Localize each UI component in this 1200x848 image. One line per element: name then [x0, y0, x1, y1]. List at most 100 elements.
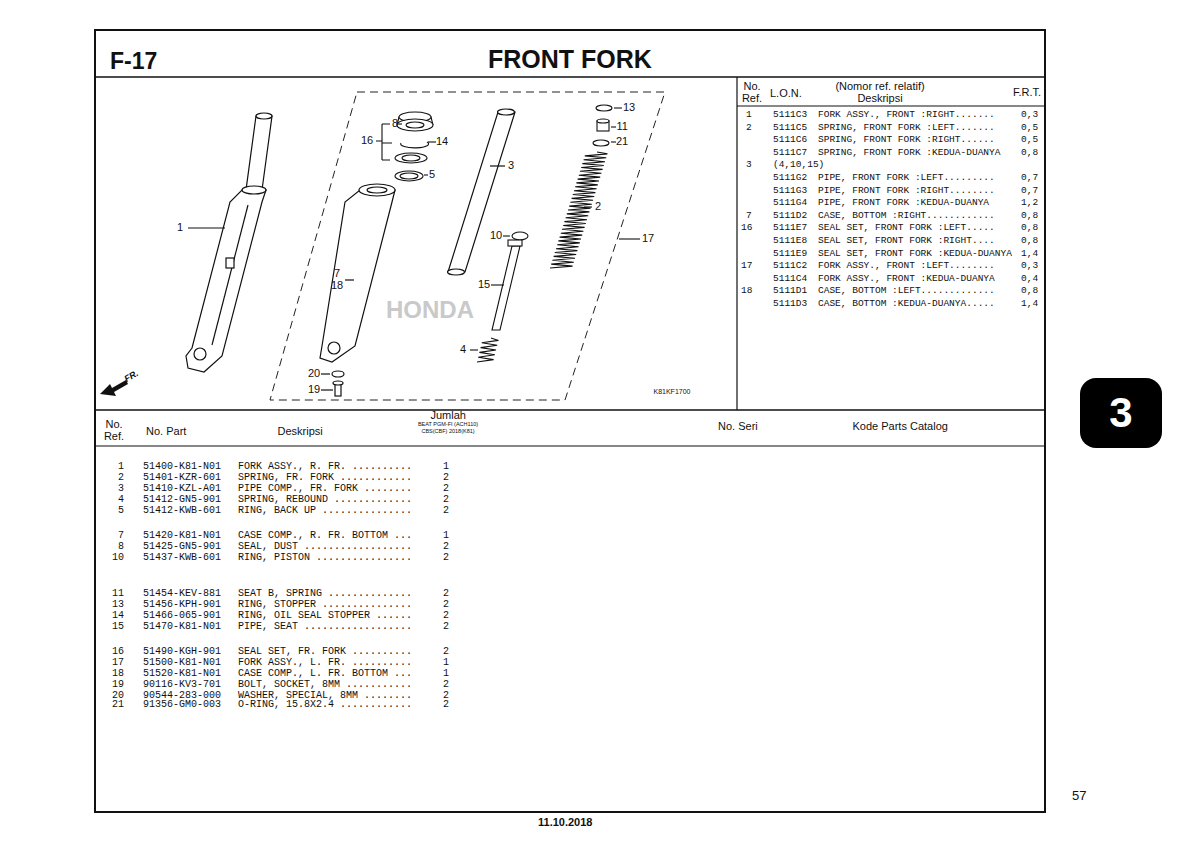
lon-code: 5111D3 [773, 298, 807, 309]
drawing-stroke [406, 122, 424, 128]
drawing-stroke [428, 141, 436, 142]
ref-number: 18 [741, 285, 752, 296]
drawing-stroke [270, 92, 665, 400]
drawing-stroke [226, 258, 234, 268]
quantity: 2 [443, 505, 449, 516]
ref-number: 20 [112, 690, 124, 701]
part-description: FORK ASSY., R. FR. .......... [238, 461, 412, 472]
quantity: 2 [443, 541, 449, 552]
frt-value: 0,7 [1021, 185, 1038, 196]
lon-code: 5111G3 [773, 185, 807, 196]
part-number: 51437-KWB-601 [143, 552, 221, 563]
table-header: Deskripsi [278, 425, 323, 437]
ref-number: 3 [118, 483, 124, 494]
drawing-stroke [256, 113, 272, 119]
callout-number: 8 [392, 117, 398, 129]
part-number: 51490-KGH-901 [143, 646, 221, 657]
part-description: SPRING, FRONT FORK :KEDUA-DUANYA [818, 147, 1000, 158]
drawing-stroke [402, 155, 420, 161]
drawing-stroke [584, 206, 592, 207]
callout-number: 1 [177, 221, 183, 233]
part-description: CASE, BOTTOM :RIGHT............ [818, 210, 995, 221]
frt-value: 0,4 [1021, 273, 1038, 284]
drawing-stroke [492, 246, 520, 330]
drawing-stroke [470, 349, 478, 350]
drawing-stroke [614, 107, 622, 108]
frt-value: 0,7 [1021, 172, 1038, 183]
part-description: PIPE, FRONT FORK :RIGHT........ [818, 185, 995, 196]
lon-code: 5111G4 [773, 197, 807, 208]
quantity: 2 [443, 621, 449, 632]
part-number: 51425-GN5-901 [143, 541, 221, 552]
table-header: (Nomor ref. relatif) Deskripsi [815, 80, 945, 104]
drawing-stroke [550, 152, 607, 268]
part-description: O-RING, 15.8X2.4 ............ [238, 699, 412, 710]
ref-number: 18 [112, 668, 124, 679]
drawing-stroke [320, 190, 395, 362]
part-description: RING, PISTON ................ [238, 552, 412, 563]
drawing-stroke [397, 119, 433, 131]
ref-number: 1 [118, 461, 124, 472]
frt-value: 0,5 [1021, 122, 1038, 133]
ref-number: 5 [118, 505, 124, 516]
seal-parts [376, 112, 436, 181]
drawing-stroke [321, 373, 330, 374]
drawing-stroke [332, 371, 344, 377]
frt-value: 0,8 [1021, 285, 1038, 296]
ref-number: 8 [118, 541, 124, 552]
frt-value: 1,4 [1021, 298, 1038, 309]
part-number: 51410-KZL-A01 [143, 483, 221, 494]
ref-number: 17 [112, 657, 124, 668]
frt-value: 1,4 [1021, 248, 1038, 259]
callout-number: 15 [478, 278, 490, 290]
quantity: 2 [443, 679, 449, 690]
frt-value: 0,8 [1021, 222, 1038, 233]
drawing-stroke [100, 380, 128, 396]
drawing-stroke [367, 187, 387, 193]
callout-number: 18 [331, 279, 343, 291]
figure-code: K81KF1700 [654, 388, 691, 395]
quantity: 2 [443, 472, 449, 483]
drawing-stroke [398, 123, 402, 124]
drawing-stroke [512, 232, 528, 240]
drawing-stroke [593, 140, 609, 146]
callout-number: 10 [490, 229, 502, 241]
frt-value: 0,5 [1021, 134, 1038, 145]
table-header: No. Seri [718, 420, 758, 432]
part-description: SEAL SET, FRONT FORK :KEDUA-DUANYA [818, 248, 1012, 259]
print-date: 11.10.2018 [538, 816, 592, 828]
ref-number: 17 [741, 260, 752, 271]
table-header: Jumlah [431, 409, 466, 421]
drawing-stroke [619, 238, 640, 239]
callout-number: 14 [436, 135, 448, 147]
drawing-stroke [477, 338, 498, 362]
quantity: 2 [443, 494, 449, 505]
drawing-stroke [448, 269, 465, 275]
drawing-stroke [508, 240, 522, 246]
part-description: SEAL, DUST .................. [238, 541, 412, 552]
quantity: 2 [443, 699, 449, 710]
fork-assembly [186, 113, 272, 372]
lon-code: 5111D2 [773, 210, 807, 221]
drawing-stroke [737, 106, 1045, 107]
page-title: FRONT FORK [488, 45, 652, 74]
callout-number: 17 [642, 232, 654, 244]
watermark: HONDA [386, 296, 474, 324]
frt-value: 0,8 [1021, 235, 1038, 246]
drawing-stroke [448, 112, 515, 272]
frt-value: 1,2 [1021, 197, 1038, 208]
table-header: Kode Parts Catalog [853, 420, 948, 432]
ref-number: 16 [741, 222, 752, 233]
drawing-stroke [95, 409, 1045, 411]
table-header: BEAT PGM-FI (ACH110) CBS(CBF) 2018(K81) [408, 421, 488, 434]
section-tab: 3 [1080, 378, 1162, 448]
drawing-stroke [611, 126, 616, 127]
part-number: 51420-K81-N01 [143, 530, 221, 541]
drawing-stroke [395, 171, 423, 181]
drawing-stroke [333, 381, 343, 385]
drawing-stroke [498, 109, 515, 115]
ref-number: 11 [112, 588, 124, 599]
quantity: 2 [443, 588, 449, 599]
fork-pipe [448, 109, 516, 275]
drawing-stroke [246, 116, 272, 190]
